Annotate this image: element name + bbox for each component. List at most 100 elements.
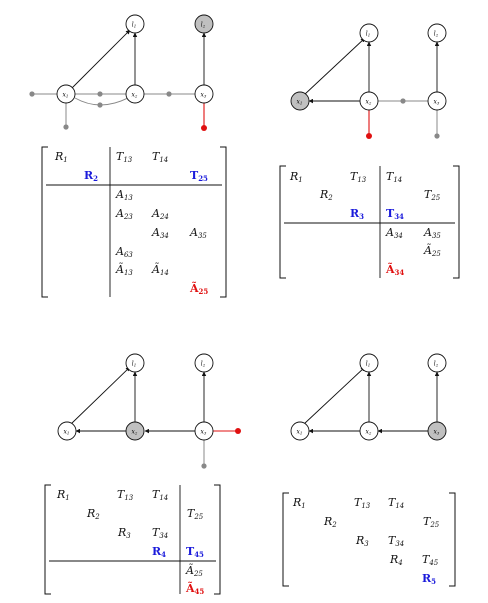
node-x1: x1 — [290, 91, 310, 111]
node-x1: x1 — [290, 421, 310, 441]
node-x1: x1 — [56, 84, 76, 104]
panel-2-graph: l1 l2 x1 x2 x3 — [290, 23, 447, 139]
node-x2: x2 — [359, 91, 379, 111]
left-bracket — [282, 492, 289, 587]
entry-r4: R4 — [152, 545, 166, 559]
factor-dot — [63, 124, 69, 130]
svg-text:x1: x1 — [297, 429, 303, 436]
svg-text:l2: l2 — [201, 22, 206, 29]
entry-r1: R1 — [289, 170, 303, 184]
svg-text:x2: x2 — [366, 429, 372, 436]
entry-at25: Ã25 — [189, 281, 208, 296]
node-l1: l1 — [359, 353, 379, 373]
node-l2: l2 — [427, 23, 447, 43]
entry-r2: R2 — [84, 169, 98, 183]
factor-dot — [201, 463, 207, 469]
node-l1: l1 — [125, 14, 145, 34]
svg-text:x3: x3 — [201, 429, 207, 436]
entry-at25: Ã25 — [185, 563, 203, 578]
right-bracket — [453, 165, 460, 279]
svg-text:l1: l1 — [132, 361, 136, 368]
node-x2: x2 — [359, 421, 379, 441]
entry-at14: Ã14 — [151, 262, 169, 277]
entry-t45: T45 — [422, 553, 439, 567]
entry-r5: R5 — [422, 572, 436, 586]
entry-r1: R1 — [54, 150, 68, 164]
entry-at13: Ã13 — [115, 262, 133, 277]
node-x2: x2 — [125, 84, 145, 104]
factor-dot — [434, 133, 440, 139]
entry-a34: A34 — [385, 226, 403, 240]
svg-text:x2: x2 — [132, 92, 138, 99]
entry-at45: Ã45 — [185, 581, 204, 596]
entry-t34: T34 — [388, 534, 404, 548]
panel-4-matrix: R1 T13 T14 R2 T25 R3 T34 R4 T45 R5 — [282, 492, 456, 587]
entry-t45: T45 — [186, 545, 204, 559]
node-x3: x3 — [427, 91, 447, 111]
entry-t25: T25 — [190, 169, 208, 183]
panel-2-matrix: R1 T13 T14 R2 T25 R3 T34 A34 A35 Ã25 Ã34 — [279, 165, 460, 279]
svg-text:x2: x2 — [132, 429, 138, 436]
right-bracket — [449, 492, 456, 587]
entry-r3: R3 — [350, 207, 364, 221]
svg-text:l2: l2 — [201, 361, 206, 368]
entry-t34: T34 — [152, 526, 168, 540]
panel-1-graph: l1 l2 x1 x2 x3 — [29, 14, 214, 131]
entry-a35: A35 — [423, 226, 441, 240]
right-bracket — [214, 484, 221, 595]
node-x1: x1 — [57, 421, 77, 441]
odometry-factor-dot — [400, 98, 406, 104]
svg-text:x1: x1 — [297, 99, 303, 106]
entry-a35: A35 — [189, 226, 207, 240]
svg-text:x2: x2 — [366, 99, 372, 106]
node-x3: x3 — [194, 421, 214, 441]
svg-text:x1: x1 — [63, 92, 69, 99]
new-factor-dot — [366, 133, 372, 139]
svg-text:x3: x3 — [434, 99, 440, 106]
svg-text:l1: l1 — [366, 361, 370, 368]
entry-t25: T25 — [424, 188, 441, 202]
entry-r1: R1 — [56, 488, 70, 502]
entry-r4: R4 — [389, 553, 403, 567]
svg-text:l2: l2 — [434, 361, 439, 368]
odometry-factor-dot — [166, 91, 172, 97]
entry-a23: A23 — [115, 207, 133, 221]
entry-t13: T13 — [350, 170, 367, 184]
right-bracket — [220, 146, 227, 298]
svg-text:x3: x3 — [201, 92, 207, 99]
svg-text:x1: x1 — [64, 429, 70, 436]
node-l1: l1 — [359, 23, 379, 43]
node-x3: x3 — [427, 421, 447, 441]
entry-r2: R2 — [323, 515, 337, 529]
entry-t14: T14 — [152, 488, 168, 502]
panel-3-matrix: R1 T13 T14 R2 T25 R3 T34 R4 T45 Ã25 Ã45 — [44, 484, 221, 596]
entry-at25: Ã25 — [423, 243, 441, 258]
entry-t25: T25 — [187, 507, 204, 521]
entry-t14: T14 — [152, 150, 168, 164]
entry-r1: R1 — [292, 496, 306, 510]
left-bracket — [44, 484, 51, 595]
entry-r2: R2 — [319, 188, 333, 202]
entry-a13: A13 — [115, 188, 133, 202]
entry-a24: A24 — [151, 207, 169, 221]
entry-t13: T13 — [117, 488, 134, 502]
new-factor-dot — [235, 428, 241, 434]
panel-3-graph: l1 l2 x1 x2 x3 — [57, 353, 241, 469]
entry-a34: A34 — [151, 226, 169, 240]
panel-4-graph: l1 l2 x1 x2 x3 — [290, 353, 447, 441]
node-x3: x3 — [194, 84, 214, 104]
left-bracket — [41, 146, 48, 298]
svg-text:l1: l1 — [366, 31, 370, 38]
svg-text:l2: l2 — [434, 31, 439, 38]
svg-text:l1: l1 — [132, 22, 136, 29]
entry-a63: A63 — [115, 245, 133, 259]
node-l2: l2 — [194, 353, 214, 373]
entry-t14: T14 — [386, 170, 402, 184]
entry-t14: T14 — [388, 496, 404, 510]
entry-t13: T13 — [354, 496, 371, 510]
new-factor-dot — [201, 125, 207, 131]
entry-t25: T25 — [423, 515, 440, 529]
entry-r3: R3 — [117, 526, 131, 540]
panel-1-matrix: R1 T13 T14 R2 T25 A13 A23 A24 A34 A35 A6… — [41, 146, 227, 298]
